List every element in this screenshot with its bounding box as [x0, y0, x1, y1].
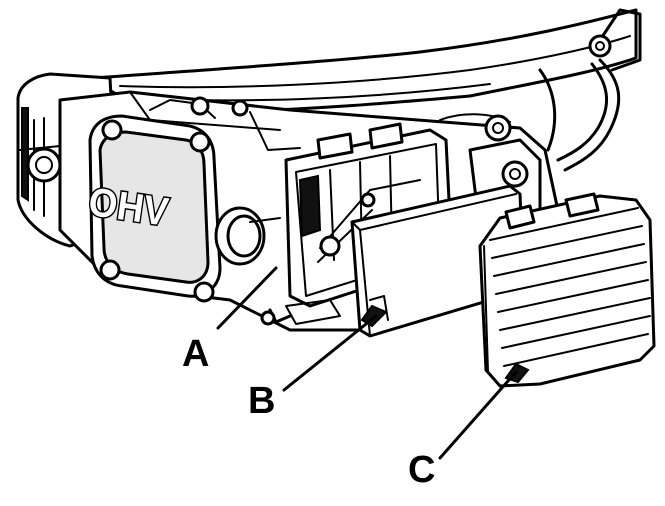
air-filter-cover[interactable]: [478, 192, 656, 388]
callout-label-b: B: [248, 380, 275, 422]
leader-line-b: [282, 314, 378, 392]
leader-line-c: [438, 370, 518, 460]
callout-label-c: C: [408, 449, 435, 491]
fuel-line: [538, 58, 621, 172]
leader-line-a: [216, 266, 278, 330]
leader-lines: [216, 266, 518, 460]
valve-cover-text: OHV: [86, 180, 172, 235]
valve-cover: OHV: [84, 114, 222, 303]
callout-label-a: A: [182, 333, 209, 375]
spark-plug-boot: [214, 206, 281, 266]
